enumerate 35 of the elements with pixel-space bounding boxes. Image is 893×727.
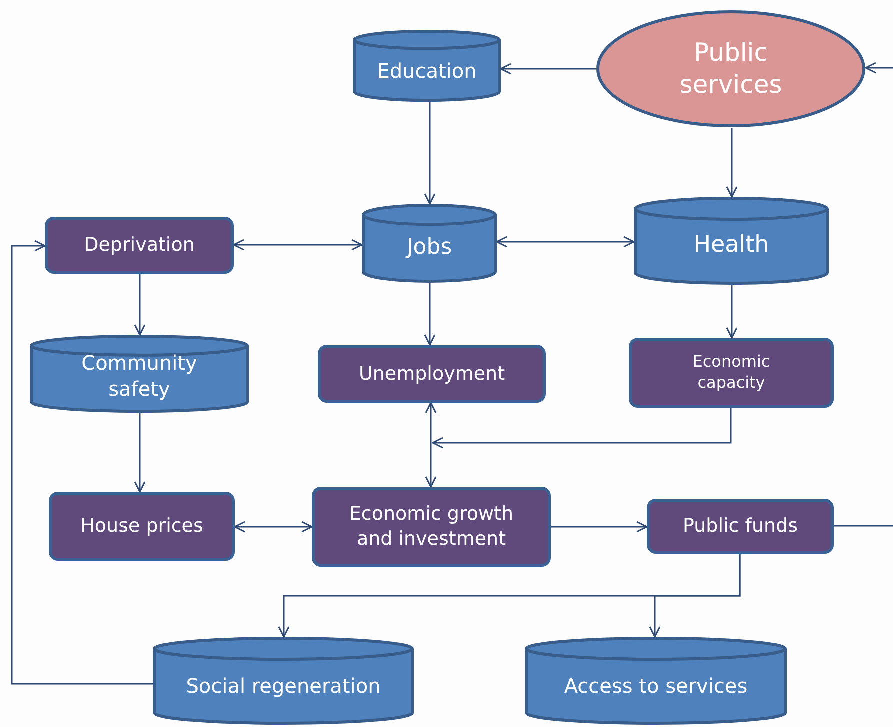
node-label: Deprivation bbox=[84, 233, 195, 258]
arrow bbox=[424, 283, 436, 346]
arrow bbox=[134, 413, 146, 493]
arrow bbox=[11, 240, 153, 685]
node-label: Access to services bbox=[564, 673, 748, 699]
node-label: Economic growth and investment bbox=[348, 502, 515, 552]
arrow bbox=[865, 62, 893, 74]
node-label: Jobs bbox=[406, 234, 452, 262]
process-box bbox=[49, 492, 235, 561]
node-label: Public funds bbox=[682, 514, 798, 539]
node-label: Social regeneration bbox=[186, 673, 381, 699]
node-label: House prices bbox=[80, 514, 204, 539]
node-label: Public services bbox=[678, 36, 784, 101]
arrow bbox=[649, 554, 741, 638]
process-box bbox=[45, 217, 234, 274]
node-label: Community safety bbox=[80, 350, 198, 402]
arrow bbox=[726, 128, 738, 198]
process-box bbox=[629, 338, 834, 408]
arrow bbox=[424, 102, 436, 205]
arrow bbox=[134, 274, 146, 336]
arrow bbox=[551, 521, 648, 533]
process-box bbox=[647, 499, 834, 554]
arrow bbox=[234, 521, 313, 533]
node-label: Unemployment bbox=[358, 362, 506, 386]
arrow bbox=[233, 239, 363, 251]
arrow bbox=[432, 408, 732, 449]
process-box bbox=[318, 345, 546, 403]
arrow bbox=[726, 285, 738, 339]
node-label: Health bbox=[694, 231, 770, 260]
arrow bbox=[425, 402, 437, 488]
arrow bbox=[496, 236, 635, 248]
node-label: Economic capacity bbox=[692, 352, 772, 394]
node-label: Education bbox=[377, 58, 477, 84]
process-box bbox=[312, 487, 551, 567]
arrow bbox=[500, 63, 596, 75]
